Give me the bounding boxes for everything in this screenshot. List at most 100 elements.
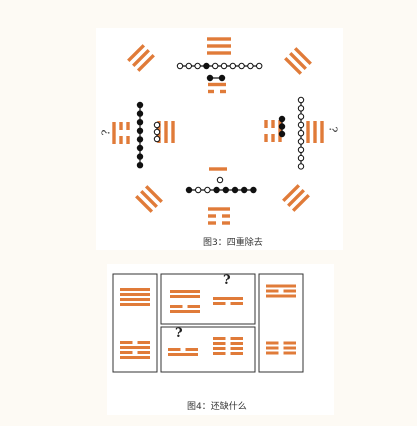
broken-line bbox=[119, 122, 123, 130]
question-mark-lower: ? bbox=[175, 326, 183, 341]
hollow-bead bbox=[297, 96, 305, 104]
figure-4-caption: 图4：还缺什么 bbox=[187, 402, 247, 412]
broken-line bbox=[213, 352, 226, 355]
broken-line bbox=[283, 346, 296, 350]
figure-4-diagram bbox=[112, 273, 304, 373]
question-mark-upper: ? bbox=[223, 273, 231, 288]
solid-line bbox=[164, 121, 168, 143]
broken-line bbox=[266, 341, 279, 345]
hollow-bead bbox=[297, 163, 305, 170]
hexagram-right-upper bbox=[266, 284, 296, 298]
trigram-lower-right bbox=[282, 184, 310, 212]
hexagram-left-lower bbox=[120, 341, 150, 359]
hexagram-bottom-mid-2 bbox=[213, 337, 243, 355]
trigram-right-inner bbox=[264, 120, 282, 142]
hollow-bead bbox=[247, 62, 254, 70]
broken-line bbox=[213, 342, 226, 345]
solid-line bbox=[132, 49, 150, 67]
hollow-bead bbox=[194, 62, 201, 70]
solid-line bbox=[135, 194, 154, 213]
hollow-bead bbox=[229, 62, 237, 70]
solid-line bbox=[293, 47, 312, 66]
hexagram-top-mid-1 bbox=[170, 290, 200, 298]
solid-line bbox=[282, 184, 301, 203]
hollow-bead bbox=[195, 186, 202, 194]
solid-line bbox=[120, 298, 150, 301]
solid-line bbox=[284, 56, 303, 75]
hexagram-top-mid-3 bbox=[213, 297, 243, 305]
filled-bead bbox=[136, 101, 144, 109]
filled-bead bbox=[136, 153, 144, 160]
hollow-bead bbox=[297, 121, 305, 129]
solid-line bbox=[313, 121, 317, 143]
filled-bead bbox=[136, 162, 144, 169]
broken-line bbox=[222, 221, 230, 225]
hollow-bead bbox=[204, 186, 211, 194]
solid-line bbox=[127, 44, 146, 63]
bead-chain-left-short bbox=[153, 121, 161, 143]
filled-bead bbox=[231, 186, 239, 194]
hollow-bead bbox=[256, 62, 263, 70]
solid-line bbox=[170, 295, 200, 298]
broken-line bbox=[264, 134, 268, 142]
solid-line bbox=[120, 346, 150, 349]
bead-chain-top bbox=[176, 62, 263, 70]
mark-bottom-small bbox=[209, 167, 227, 171]
filled-bead bbox=[203, 62, 210, 70]
filled-bead bbox=[136, 127, 144, 135]
hollow-bead bbox=[297, 146, 305, 154]
hexagram-top-mid-2 bbox=[170, 305, 200, 313]
hollow-bead bbox=[176, 62, 184, 70]
broken-line bbox=[120, 341, 133, 344]
solid-line bbox=[120, 293, 150, 296]
solid-line bbox=[112, 122, 116, 144]
broken-line bbox=[266, 351, 279, 355]
hollow-bead bbox=[297, 130, 305, 137]
box-right bbox=[258, 273, 304, 373]
filled-bead bbox=[218, 74, 226, 82]
filled-bead bbox=[250, 186, 257, 194]
broken-line bbox=[266, 346, 279, 350]
bead-chain-right bbox=[297, 96, 305, 170]
broken-line bbox=[283, 289, 296, 293]
broken-line bbox=[120, 351, 133, 354]
broken-line bbox=[208, 89, 214, 94]
solid-line bbox=[140, 190, 158, 208]
broken-line bbox=[208, 221, 216, 225]
hollow-bead bbox=[238, 62, 245, 70]
solid-line bbox=[306, 121, 310, 143]
solid-line bbox=[289, 52, 307, 70]
broken-line bbox=[208, 214, 216, 218]
solid-line bbox=[287, 189, 305, 207]
broken-line bbox=[185, 348, 198, 351]
bead-chain-top-short bbox=[206, 74, 226, 82]
solid-line bbox=[207, 37, 231, 41]
question-mark-left: ? bbox=[99, 129, 113, 136]
hexagram-right-lower bbox=[266, 341, 296, 355]
broken-line bbox=[222, 214, 230, 218]
filled-bead bbox=[136, 110, 144, 117]
broken-line bbox=[126, 122, 130, 130]
trigram-top bbox=[207, 37, 231, 55]
broken-line bbox=[230, 342, 243, 345]
hollow-bead bbox=[216, 176, 224, 184]
broken-line bbox=[213, 347, 226, 350]
trigram-lower-left bbox=[135, 185, 163, 213]
solid-line bbox=[120, 356, 150, 359]
hollow-bead bbox=[220, 62, 228, 70]
hollow-bead bbox=[297, 154, 305, 162]
filled-bead bbox=[206, 74, 214, 82]
hollow-bead bbox=[297, 113, 305, 120]
broken-line bbox=[168, 348, 181, 351]
solid-line bbox=[208, 207, 230, 211]
bead-chain-bottom bbox=[185, 186, 257, 194]
broken-line bbox=[230, 352, 243, 355]
filled-bead bbox=[136, 136, 144, 143]
figure-3-caption: 图3：四重除去 bbox=[203, 238, 263, 248]
hexagram-left-upper bbox=[120, 288, 150, 306]
filled-bead bbox=[278, 115, 286, 123]
hollow-bead bbox=[297, 105, 305, 112]
broken-line bbox=[271, 134, 275, 142]
hollow-bead bbox=[153, 135, 161, 143]
trigram-left bbox=[112, 122, 130, 144]
